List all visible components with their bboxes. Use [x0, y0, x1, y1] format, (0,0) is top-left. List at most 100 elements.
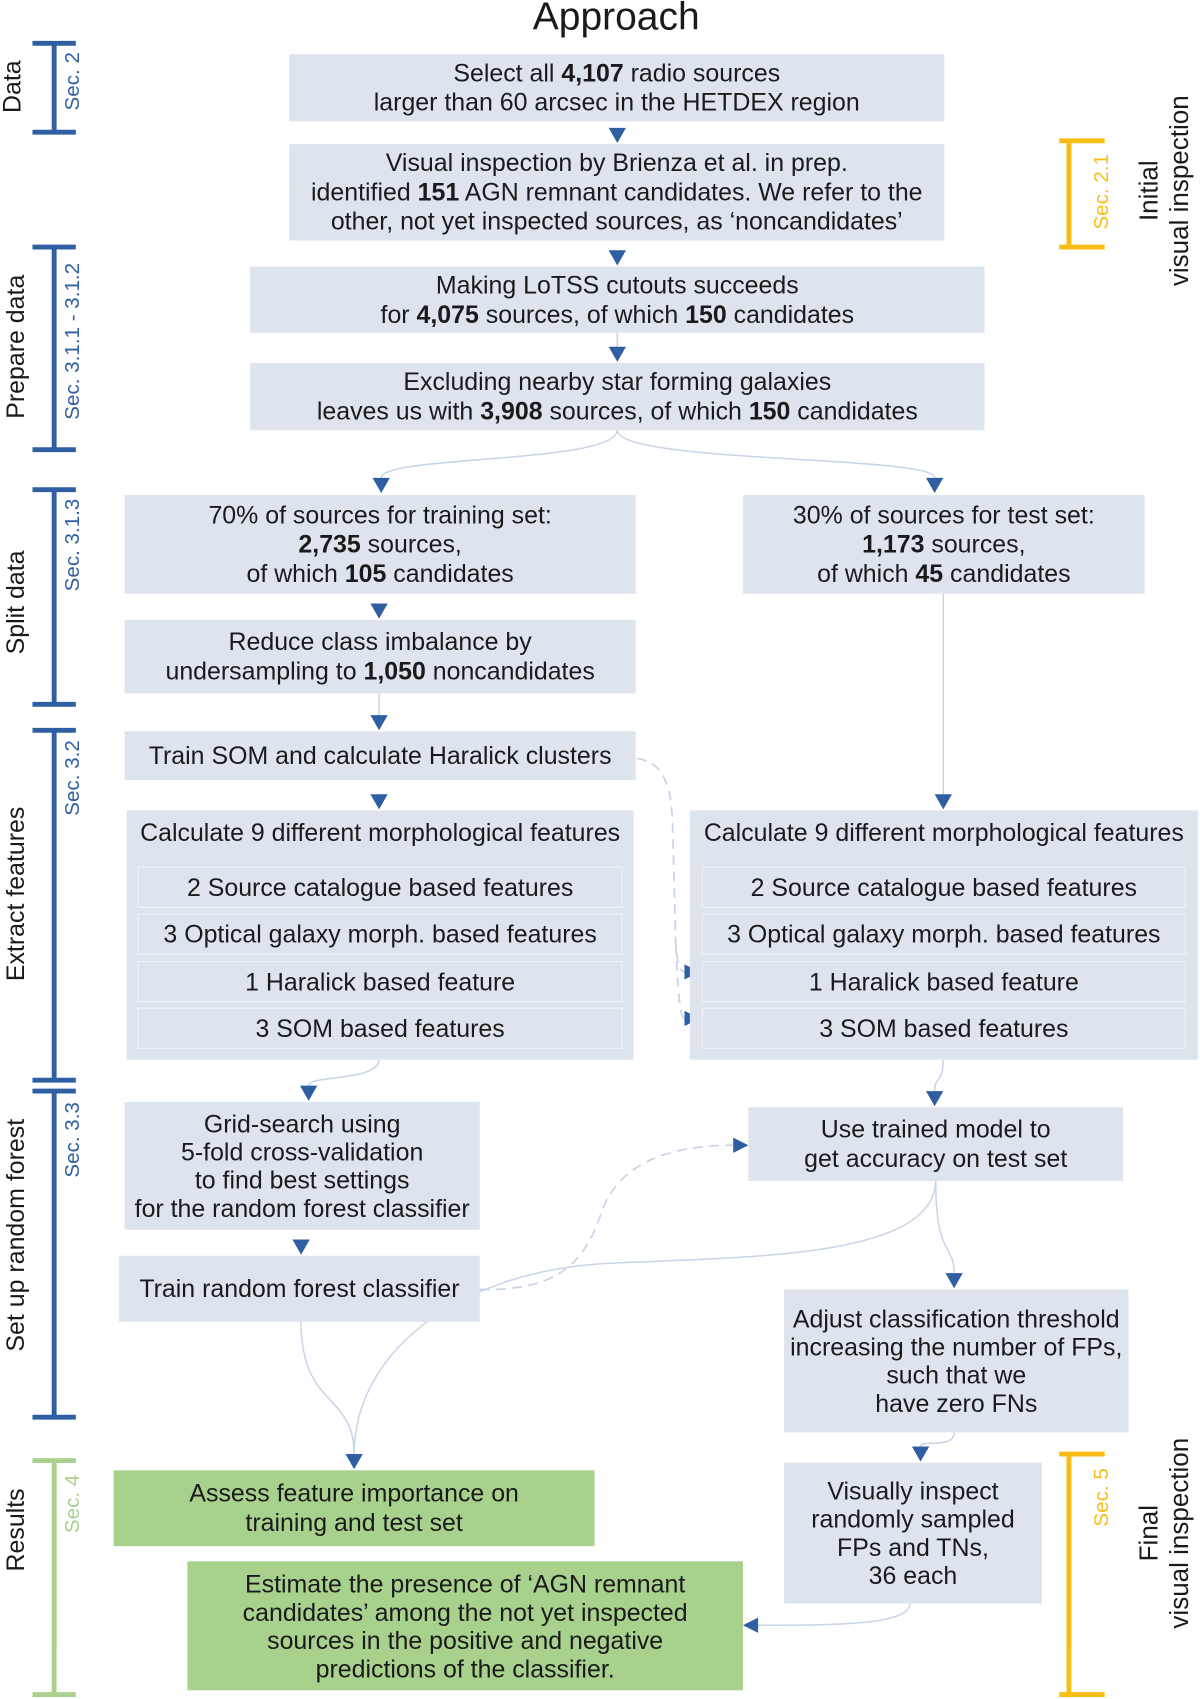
step-train-som: Train SOM and calculate Haralick cluster…	[124, 731, 636, 781]
connector-line	[919, 1432, 955, 1447]
box-line: identified 151 AGN remnant candidates. W…	[311, 178, 923, 207]
feature-item: 1 Haralick based feature	[137, 961, 623, 1003]
step-test-accuracy: Use trained model to get accuracy on tes…	[748, 1107, 1124, 1182]
box-line: candidates’ among the not yet inspected	[242, 1597, 688, 1626]
box-line: 2,735 sources,	[298, 530, 461, 559]
arrowhead	[299, 1085, 318, 1101]
arrowhead	[911, 1446, 930, 1462]
box-line: for 4,075 sources, of which 150 candidat…	[381, 300, 855, 329]
section-label-data: Data	[0, 60, 26, 114]
section-bracket-results	[32, 1458, 76, 1698]
step-adjust-threshold: Adjust classification threshold increasi…	[784, 1289, 1129, 1433]
arrowhead	[370, 794, 388, 810]
box-line: leaves us with 3,908 sources, of which 1…	[317, 397, 918, 426]
connector-line	[307, 1059, 380, 1087]
box-line: get accuracy on test set	[804, 1144, 1068, 1173]
box-line: Train SOM and calculate Haralick cluster…	[148, 741, 612, 770]
text: noncandidates	[425, 656, 595, 685]
box-line: FPs and TNs,	[837, 1533, 989, 1562]
dashed-connector	[674, 944, 685, 1020]
arrowhead	[608, 346, 626, 362]
arrowhead	[608, 127, 626, 144]
label-initial-inspection: Initial visual inspection	[1135, 72, 1196, 310]
feature-item: 2 Source catalogue based features	[137, 866, 623, 908]
count: 2,735	[298, 529, 361, 559]
box-line: 70% of sources for training set:	[208, 500, 552, 529]
box-line: larger than 60 arcsec in the HETDEX regi…	[373, 87, 860, 116]
text: identified	[310, 177, 418, 206]
section-ref-initial-inspection: Sec. 2.1	[1090, 154, 1114, 230]
box-line: training and test set	[245, 1508, 463, 1537]
step-visual-check: Visually inspect randomly sampled FPs an…	[784, 1462, 1042, 1604]
box-line: such that we	[886, 1360, 1027, 1390]
label-final-inspection: Final visual inspection	[1135, 1414, 1196, 1652]
count: 1,173	[862, 529, 925, 559]
connector-line	[933, 1059, 945, 1092]
box-line: Use trained model to	[820, 1114, 1051, 1144]
text: sources,	[924, 529, 1026, 559]
count: 105	[344, 559, 387, 588]
bracket-initial-inspection	[1059, 138, 1105, 250]
box-line: Visual inspection by Brienza et al. in p…	[385, 148, 848, 177]
step-select-sources: Select all 4,107 radio sources larger th…	[289, 54, 945, 122]
text: candidates	[386, 559, 514, 588]
feature-item: 3 SOM based features	[701, 1007, 1186, 1049]
step-train-random-forest: Train random forest classifier	[119, 1255, 480, 1322]
box-line: other, not yet inspected sources, as ‘no…	[330, 206, 903, 236]
count: 150	[685, 299, 727, 328]
box-line: 36 each	[868, 1561, 958, 1590]
section-bracket-extract	[32, 727, 76, 1083]
dashed-connector	[636, 757, 685, 973]
section-label-prepare: Prepare data	[1, 274, 30, 419]
box-line: 30% of sources for test set:	[792, 500, 1095, 529]
box-line: Excluding nearby star forming galaxies	[403, 367, 832, 396]
feature-item: 3 SOM based features	[137, 1007, 623, 1049]
box-line: Assess feature importance on	[189, 1478, 519, 1508]
box-line: Estimate the presence of ‘AGN remnant	[245, 1569, 686, 1598]
label-line: visual inspection	[1165, 95, 1195, 287]
connector-line	[380, 429, 619, 479]
box-line: 5-fold cross-validation	[181, 1137, 424, 1166]
arrowhead	[372, 477, 390, 493]
box-line: of which 45 candidates	[817, 559, 1070, 588]
section-ref-split: Sec. 3.1.3	[61, 498, 85, 592]
text: of which	[246, 559, 345, 588]
step-visual-inspection: Visual inspection by Brienza et al. in p…	[289, 144, 945, 241]
text: sources,	[360, 529, 462, 559]
count: 45	[915, 559, 944, 588]
count: 4,107	[561, 58, 624, 87]
arrowhead	[925, 1091, 944, 1107]
feature-item: 3 Optical galaxy morph. based features	[701, 913, 1186, 955]
box-line: predictions of the classifier.	[315, 1653, 615, 1683]
feature-item: 2 Source catalogue based features	[701, 866, 1186, 908]
count: 1,050	[363, 656, 426, 685]
section-ref-extract: Sec. 3.2	[61, 740, 85, 816]
text: of which	[817, 559, 916, 588]
section-label-split: Split data	[1, 550, 30, 655]
box-line: for the random forest classifier	[134, 1194, 470, 1223]
result-estimate-presence: Estimate the presence of ‘AGN remnant ca…	[187, 1561, 743, 1691]
box-line: Select all 4,107 radio sources	[453, 59, 780, 88]
features-title: Calculate 9 different morphological feat…	[703, 818, 1184, 847]
step-exclude-galaxies: Excluding nearby star forming galaxies l…	[250, 362, 985, 431]
count: 151	[417, 177, 460, 206]
text: sources, of which	[478, 299, 686, 328]
section-bracket-data	[32, 40, 76, 135]
step-training-split: 70% of sources for training set: 2,735 s…	[124, 495, 636, 594]
box-line: Grid-search using	[203, 1109, 401, 1138]
box-line: to find best settings	[194, 1165, 410, 1195]
box-line: Adjust classification threshold	[792, 1304, 1120, 1333]
arrowhead	[345, 1454, 363, 1470]
box-line: undersampling to 1,050 noncandidates	[165, 657, 594, 686]
box-line: Visually inspect	[827, 1476, 999, 1505]
box-line: 1,173 sources,	[862, 530, 1025, 559]
section-bracket-prepare	[32, 244, 76, 453]
box-line: have zero FNs	[875, 1389, 1038, 1418]
features-train-panel: Calculate 9 different morphological feat…	[126, 810, 634, 1060]
arrowhead	[370, 715, 388, 731]
connector-line	[616, 429, 936, 479]
box-line: Reduce class imbalance by	[228, 627, 532, 656]
text: candidates	[790, 396, 918, 425]
arrowhead	[370, 603, 388, 619]
count: 4,075	[416, 299, 479, 328]
